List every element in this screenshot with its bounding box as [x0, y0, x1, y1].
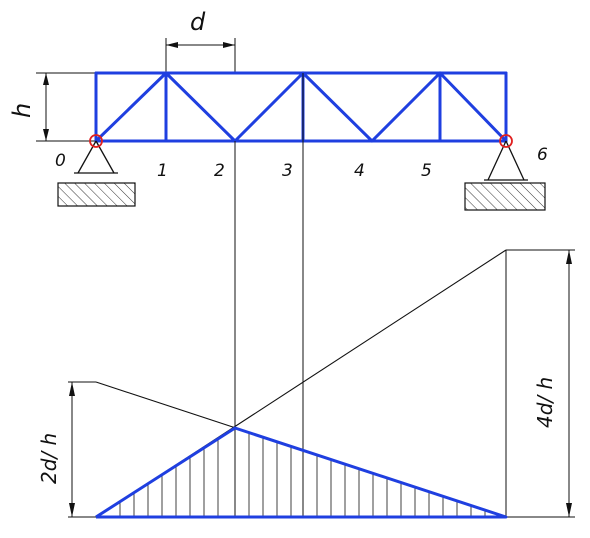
- diagonal-3-4: [301, 71, 374, 143]
- dimension-left-ordinate: 2d/ h: [37, 382, 75, 517]
- diagonal-4-5: [370, 71, 442, 143]
- node-label-1: 1: [157, 161, 168, 181]
- node-label-6: 6: [537, 145, 548, 165]
- pin-support-icon: [74, 134, 118, 174]
- label-h: h: [8, 103, 36, 118]
- diagonal-5-6: [438, 71, 508, 143]
- pin-support-icon: [484, 134, 528, 181]
- node-label-2: 2: [214, 161, 225, 181]
- node-label-5: 5: [421, 161, 432, 181]
- node-label-0: 0: [55, 151, 66, 171]
- diagonal-2-3: [233, 71, 305, 143]
- influence-hatching: [119, 432, 486, 517]
- dimension-h: h: [8, 72, 96, 142]
- dimension-right-ordinate: 4d/ h: [533, 250, 572, 517]
- label-right-ordinate: 4d/ h: [533, 377, 557, 428]
- influence-line: [95, 426, 508, 519]
- node-label-4: 4: [354, 161, 365, 181]
- hatched-ground-icon: [57, 182, 136, 207]
- diagonal-1-2: [164, 71, 237, 143]
- dimension-d: d: [165, 8, 236, 72]
- diagonal-0-1: [94, 71, 168, 143]
- label-d: d: [190, 8, 206, 36]
- node-label-3: 3: [282, 161, 293, 181]
- truss: [94, 71, 508, 143]
- hatched-ground-icon: [464, 182, 546, 211]
- label-left-ordinate: 2d/ h: [37, 433, 61, 484]
